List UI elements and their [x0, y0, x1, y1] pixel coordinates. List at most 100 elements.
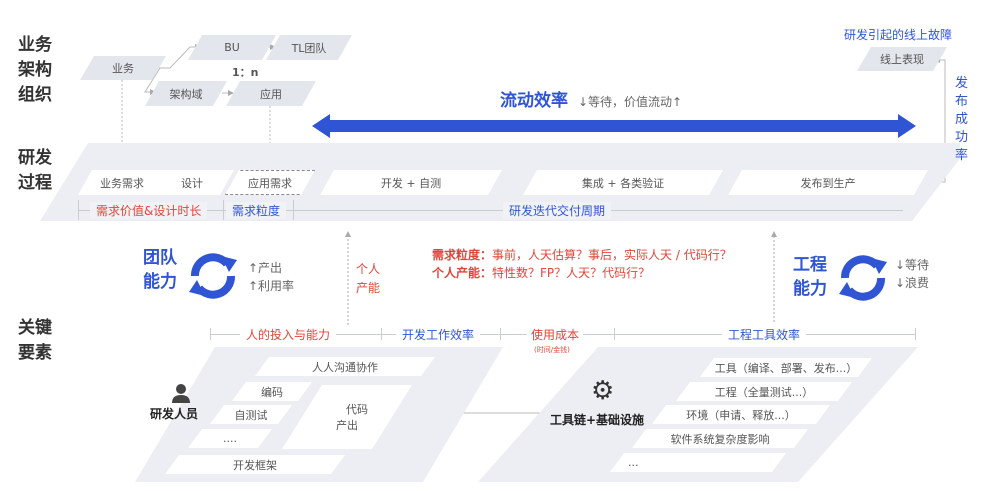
title-line: 工程 [793, 255, 827, 275]
process-step: 设计 [150, 170, 234, 195]
developer-title: 研发人员 [150, 407, 199, 421]
step-label: 开发 + 自测 [380, 176, 442, 190]
org-bu: BU [188, 35, 276, 60]
section-label: 组织 [18, 85, 52, 105]
factor-cost: 使用成本 [527, 326, 584, 343]
item-label: 开发框架 [233, 458, 277, 472]
question-key: 需求粒度： [432, 248, 493, 262]
process-step: 发布到生产 [728, 170, 928, 195]
cycle-icon [189, 253, 237, 299]
box-label: TL团队 [291, 41, 327, 55]
flow-subtitle: ↓等待，价值流动↑ [578, 95, 683, 109]
org-business: 业务 [80, 56, 166, 80]
team-effects: ↑产出 ↑利用率 [248, 259, 294, 295]
question-text: 特性数？FP？人天？代码行？ [492, 266, 651, 280]
output-line: 代码 [346, 403, 368, 416]
item-label: 环境（申请、释放...） [686, 408, 796, 422]
section-label: 架构 [18, 60, 52, 80]
org-ratio: 1：n [232, 66, 259, 79]
effect: ↑产出 [248, 261, 283, 275]
effect: ↑利用率 [248, 279, 295, 293]
tick [614, 328, 615, 340]
developer-item: 自测试 [210, 405, 292, 424]
item-label: 编码 [261, 385, 283, 399]
developer-item: 开发框架 [165, 455, 345, 474]
cycle-icon [839, 255, 887, 301]
effect: ↓等待 [895, 258, 930, 272]
section-label: 要素 [18, 343, 52, 363]
metric-cycle: 研发迭代交付周期 [503, 202, 612, 219]
toolchain-title: 工具链+基础设施 [550, 413, 645, 427]
item-label: 工具（编译、部署、发布...） [714, 361, 858, 375]
personal-capacity: 个人 产能 [356, 260, 380, 298]
step-label: 发布到生产 [800, 176, 856, 190]
process-step: 集成 + 各类验证 [523, 170, 723, 195]
toolchain-item: 软件系统复杂度影响 [632, 429, 808, 448]
section-label: 关键 [18, 318, 52, 338]
step-label: 集成 + 各类验证 [581, 176, 665, 190]
question-key: 个人产能： [432, 266, 493, 280]
effect: ↓浪费 [895, 276, 930, 290]
tick [210, 328, 211, 340]
questions: 需求粒度：事前，人天估算？事后，实际人天 / 代码行？ 个人产能：特性数？FP？… [432, 246, 732, 282]
org-app: 应用 [226, 81, 316, 106]
process-step: 开发 + 自测 [320, 170, 502, 195]
step-label: 应用需求 [248, 176, 292, 190]
person-icon [172, 384, 190, 403]
tick [381, 328, 382, 340]
output-line: 产出 [336, 419, 358, 432]
item-label: 人人沟通协作 [312, 360, 378, 374]
label-line: 个人 [356, 262, 381, 276]
box-label: 线上表现 [880, 53, 924, 66]
developer-item: 编码 [232, 382, 312, 401]
item-label: 软件系统复杂度影响 [670, 432, 770, 446]
org-tl-team: TL团队 [266, 35, 352, 60]
process-step: 业务需求 [78, 170, 166, 195]
online-box: 线上表现 [857, 47, 947, 71]
item-label: 自测试 [234, 408, 268, 422]
item-label: ... [628, 456, 639, 469]
box-label: BU [224, 41, 240, 54]
engineering-capability-title: 工程 能力 [793, 253, 827, 301]
flow-efficiency: 流动效率 ↓等待，价值流动↑ [500, 86, 682, 111]
box-label: 架构域 [169, 87, 203, 101]
tick [915, 328, 916, 340]
engineering-effects: ↓等待 ↓浪费 [895, 256, 929, 292]
box-label: 应用 [260, 87, 282, 101]
flow-title: 流动效率 [500, 91, 568, 111]
online-fault-label: 研发引起的线上故障 [844, 28, 953, 42]
section-label: 研发 [18, 148, 52, 168]
title-line: 能力 [143, 272, 177, 292]
section-process: 研发 过程 [18, 146, 58, 196]
factor-dev-efficiency: 开发工作效率 [396, 326, 481, 343]
step-label: 设计 [181, 176, 203, 190]
tick [500, 328, 501, 340]
tick [293, 200, 294, 220]
factor-cost-note: (时间/金钱) [534, 346, 570, 354]
factor-tool-efficiency: 工程工具效率 [722, 326, 807, 343]
factor-human: 人的投入与能力 [240, 326, 337, 343]
title-line: 团队 [143, 248, 177, 268]
toolchain-item: ... [610, 453, 786, 472]
toolchain-item: 工程（全量测试...） [676, 382, 852, 401]
org-arch-domain: 架构域 [145, 81, 227, 106]
developer-item: .... [188, 429, 272, 448]
toolchain-item: 环境（申请、释放...） [652, 405, 830, 424]
developer-item: 人人沟通协作 [255, 357, 435, 376]
question-text: 事前，人天估算？事后，实际人天 / 代码行？ [492, 248, 732, 262]
metric-granularity: 需求粒度 [226, 202, 287, 219]
section-org: 业务 架构 组织 [18, 33, 58, 108]
label-line: 产能 [356, 281, 381, 295]
team-capability-title: 团队 能力 [143, 246, 177, 294]
flow-arrow [312, 114, 916, 138]
section-label: 过程 [18, 173, 52, 193]
tick [78, 200, 79, 220]
toolchain-item: 工具（编译、部署、发布...） [700, 358, 872, 377]
process-step-app-requirement: 应用需求 [225, 170, 315, 195]
box-label: 业务 [112, 62, 134, 75]
release-success-rate: 发布成功率 [955, 76, 969, 163]
step-label: 业务需求 [100, 176, 144, 190]
metric-value-time: 需求价值&设计时长 [90, 202, 208, 219]
metric-line [78, 210, 903, 211]
